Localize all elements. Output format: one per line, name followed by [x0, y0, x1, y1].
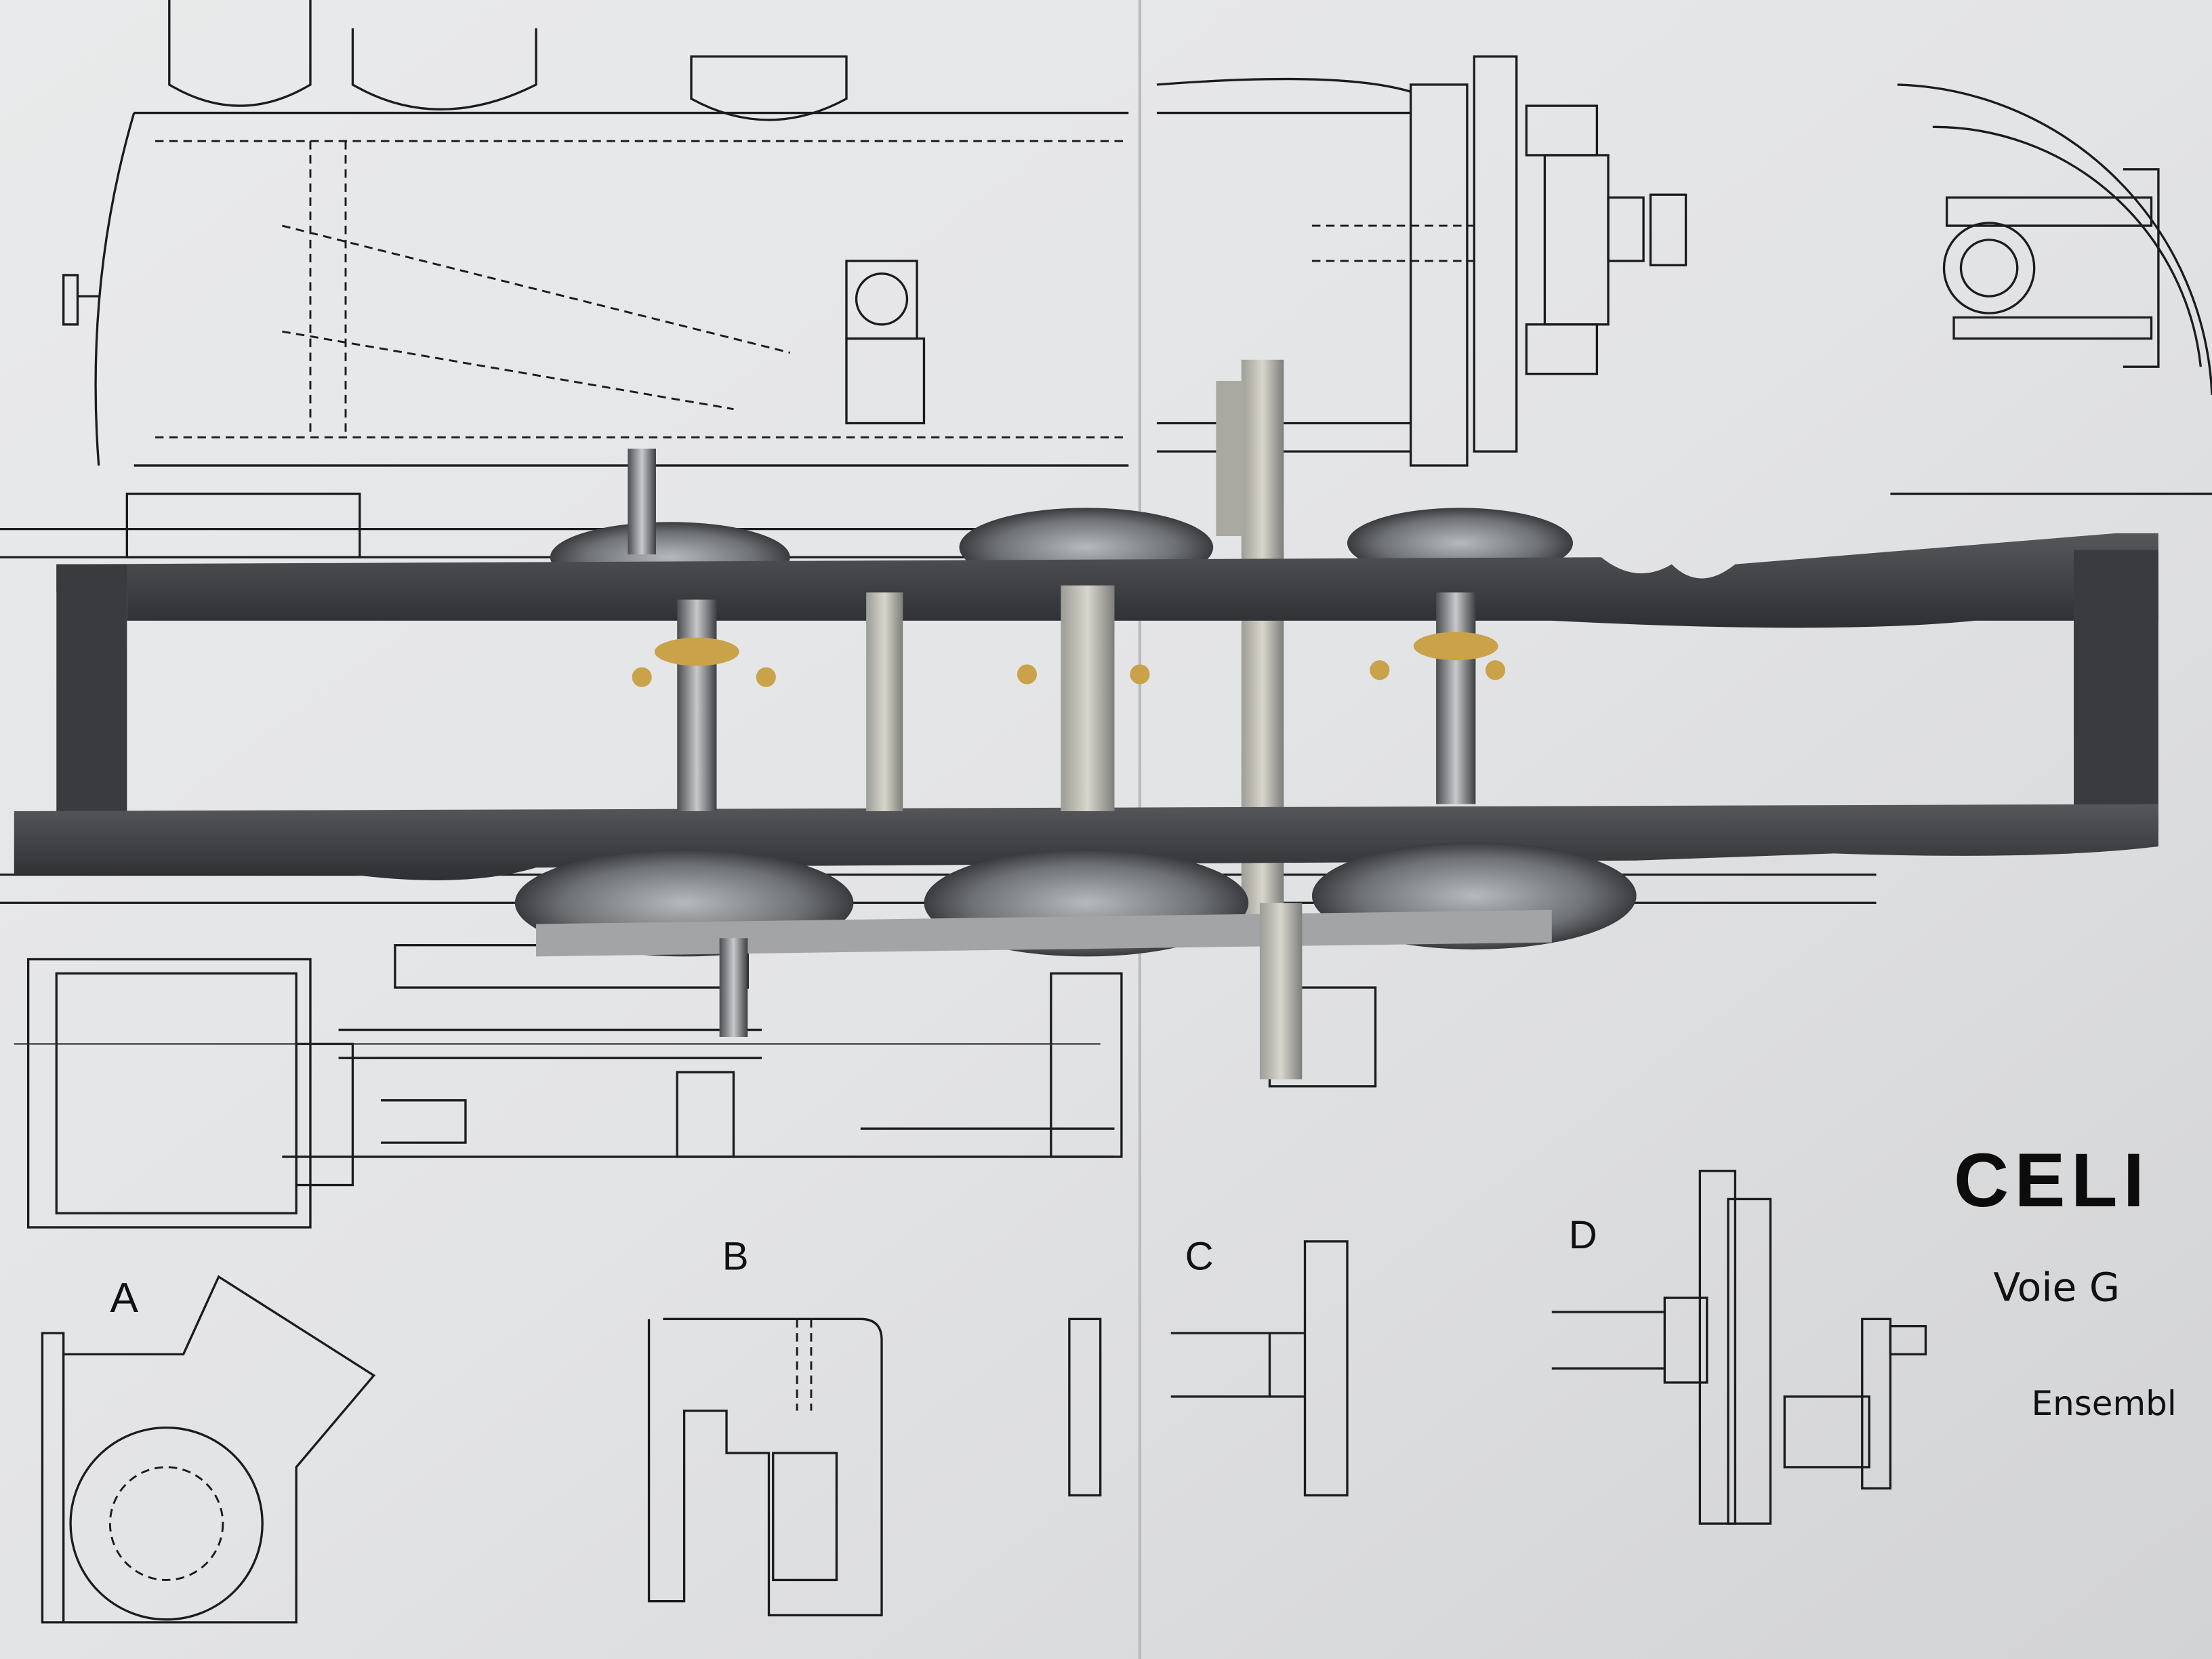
detail-d-label: D — [1569, 1213, 1597, 1257]
detail-c-label: C — [1185, 1234, 1214, 1278]
crank-pin — [719, 938, 748, 1037]
detail-a-label: A — [110, 1274, 138, 1322]
drawing-gauge: Voie G — [1993, 1264, 2120, 1310]
detail-c-drawing: C — [1068, 1234, 1349, 1497]
detail-d-drawing: D — [1551, 1170, 1927, 1525]
brake-bracket-lower — [1259, 903, 1303, 1080]
drawing-title: CELI — [1954, 1137, 2150, 1223]
chassis-frame — [14, 533, 2158, 880]
detail-b-label: B — [722, 1234, 749, 1278]
crank-pin — [628, 448, 656, 555]
wheel-drawing — [1890, 83, 2212, 495]
detail-b-drawing: B — [647, 1234, 883, 1617]
axles — [632, 592, 1506, 811]
title-block: CELI Voie G Ensembl — [1954, 1137, 2177, 1423]
brake-drawing — [1156, 55, 1687, 467]
detail-a-drawing: A — [41, 1274, 376, 1624]
drawing-subtitle: Ensembl — [2032, 1384, 2177, 1423]
brake-plate — [1216, 381, 1244, 537]
